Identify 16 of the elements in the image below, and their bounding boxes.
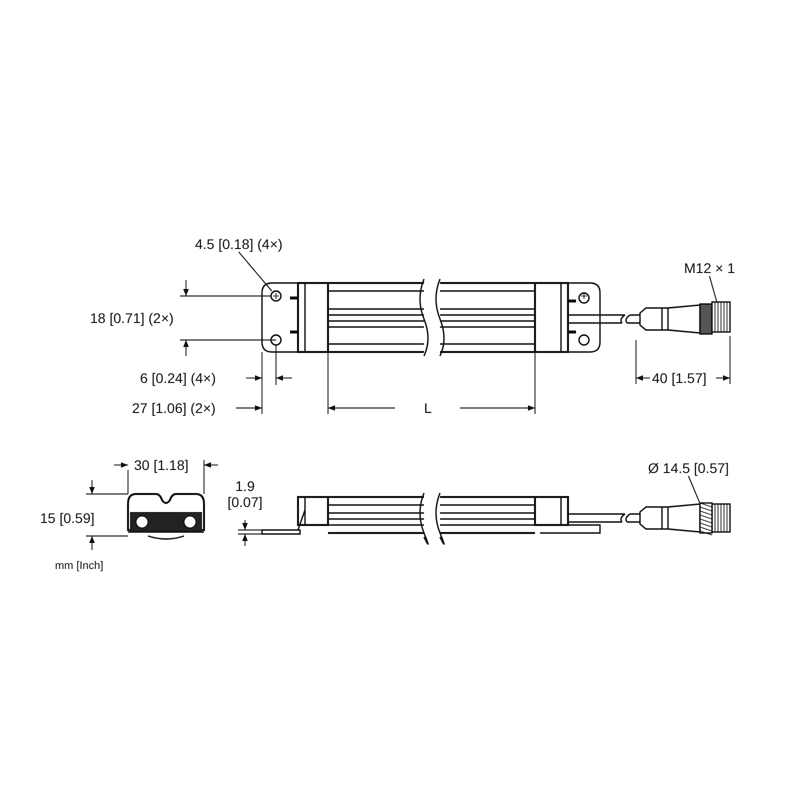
dimension-text: 18 [0.71] (2×) xyxy=(90,310,174,326)
leader-line xyxy=(709,276,718,302)
unit-note: mm [Inch] xyxy=(55,559,104,574)
dimension-text: 6 [0.24] (4×) xyxy=(140,370,216,386)
dimension-text: 30 [1.18] xyxy=(134,457,188,473)
mounting-hole xyxy=(270,290,282,302)
dimension-text: 40 [1.57] xyxy=(652,370,706,386)
callout-label: Ø 14.5 [0.57] xyxy=(648,460,729,476)
dimension-text: 27 [1.06] (2×) xyxy=(132,400,216,416)
dimension-text: 1.9 [0.07] xyxy=(226,478,264,510)
dimension-text: L xyxy=(424,400,432,416)
callout-label: M12 × 1 xyxy=(684,260,735,276)
callout-label: 4.5 [0.18] (4×) xyxy=(195,236,283,252)
leader-line xyxy=(238,252,272,292)
leader-line xyxy=(688,476,700,504)
dimension-text: 15 [0.59] xyxy=(40,510,94,526)
